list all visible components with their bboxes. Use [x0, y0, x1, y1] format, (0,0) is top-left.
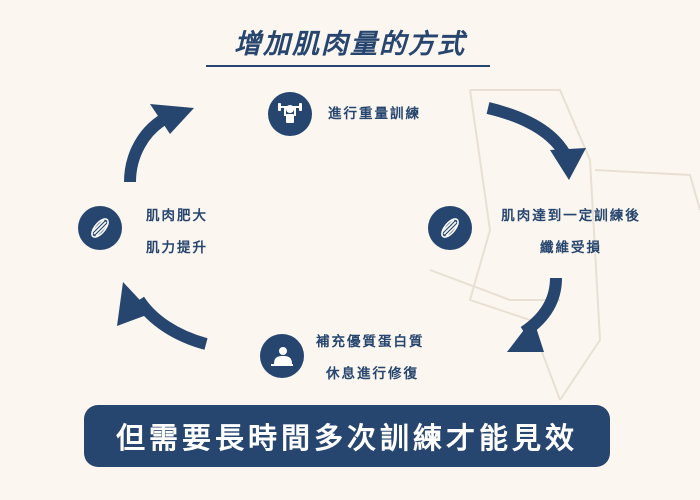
arrow-bottom-right — [507, 277, 562, 352]
step-3-line-2: 休息進行修復 — [326, 366, 419, 382]
step-2-line-2: 纖維受損 — [540, 240, 602, 256]
conclusion-banner: 但需要長時間多次訓練才能見效 — [84, 405, 610, 467]
diagram-title: 增加肌肉量的方式 — [234, 29, 466, 60]
step-1-label: 進行重量訓練 — [328, 98, 421, 130]
muscle-growth-icon — [78, 206, 122, 250]
resting-person-icon — [260, 334, 304, 378]
muscle-fiber-icon — [428, 206, 472, 250]
step-3-label: 補充優質蛋白質 休息進行修復 — [316, 326, 425, 390]
arrow-top-right — [486, 102, 586, 180]
arrow-top-left — [124, 104, 194, 183]
step-1-line-1: 進行重量訓練 — [328, 106, 421, 122]
step-2-line-1: 肌肉達到一定訓練後 — [501, 208, 641, 224]
step-4-line-1: 肌肉肥大 — [146, 208, 208, 224]
step-2-label: 肌肉達到一定訓練後 纖維受損 — [478, 200, 664, 264]
title-underline — [206, 65, 490, 67]
step-3-line-1: 補充優質蛋白質 — [316, 334, 425, 350]
dumbbell-lifter-icon — [268, 92, 312, 136]
arrow-bottom-left — [117, 282, 208, 350]
step-4-label: 肌肉肥大 肌力提升 — [146, 200, 208, 264]
step-4-line-2: 肌力提升 — [146, 240, 208, 256]
